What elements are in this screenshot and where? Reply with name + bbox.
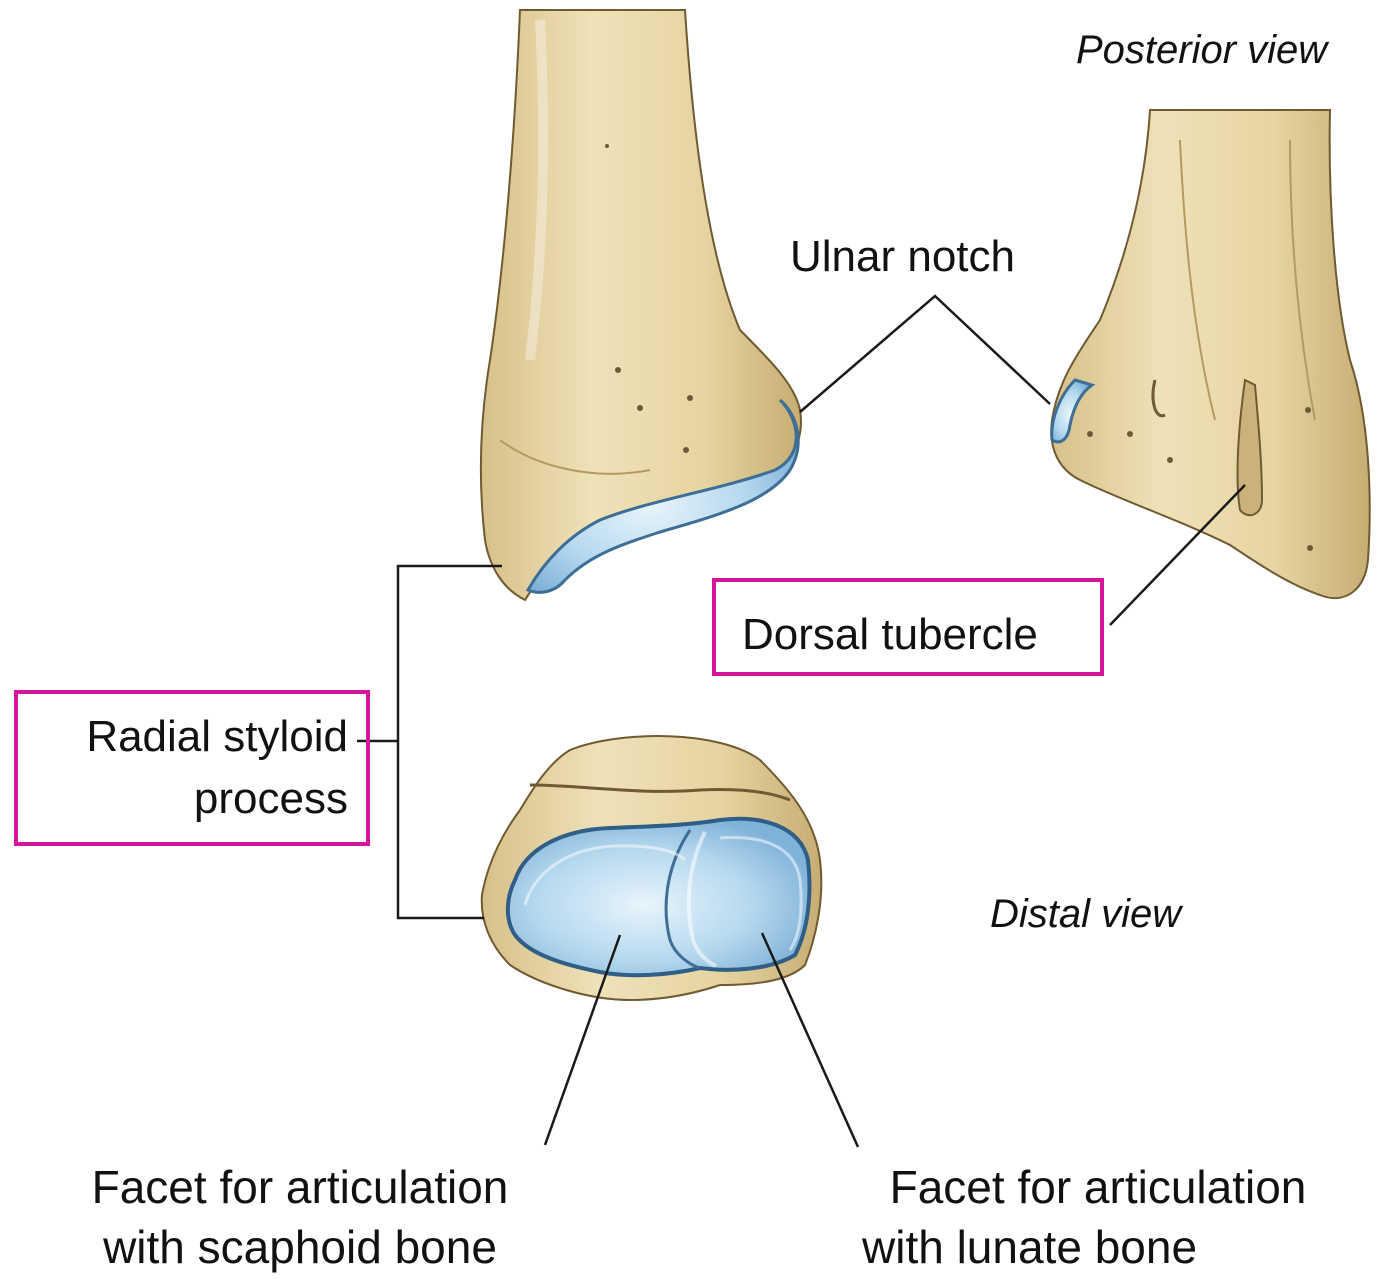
- radius-lateral-bone: [481, 10, 801, 600]
- facet-scaphoid-label-line2: with scaphoid bone: [30, 1222, 570, 1274]
- posterior-view-label: Posterior view: [1076, 28, 1327, 73]
- distal-view-label: Distal view: [990, 892, 1181, 937]
- facet-lunate-label-line2: with lunate bone: [862, 1222, 1197, 1274]
- ulnar-notch-label: Ulnar notch: [790, 232, 1015, 281]
- facet-lunate-label-line1: Facet for articulation: [828, 1162, 1368, 1214]
- radial-styloid-process-label: Radial styloid process: [14, 690, 370, 846]
- radius-distal-view: [482, 736, 822, 1000]
- radial-styloid-label-line2: process: [18, 774, 348, 823]
- radial-styloid-label-line1: Radial styloid: [18, 712, 348, 761]
- dorsal-tubercle-label: Dorsal tubercle: [712, 578, 1104, 676]
- facet-scaphoid-label-line1: Facet for articulation: [30, 1162, 570, 1214]
- radius-posterior-bone: [1051, 110, 1369, 598]
